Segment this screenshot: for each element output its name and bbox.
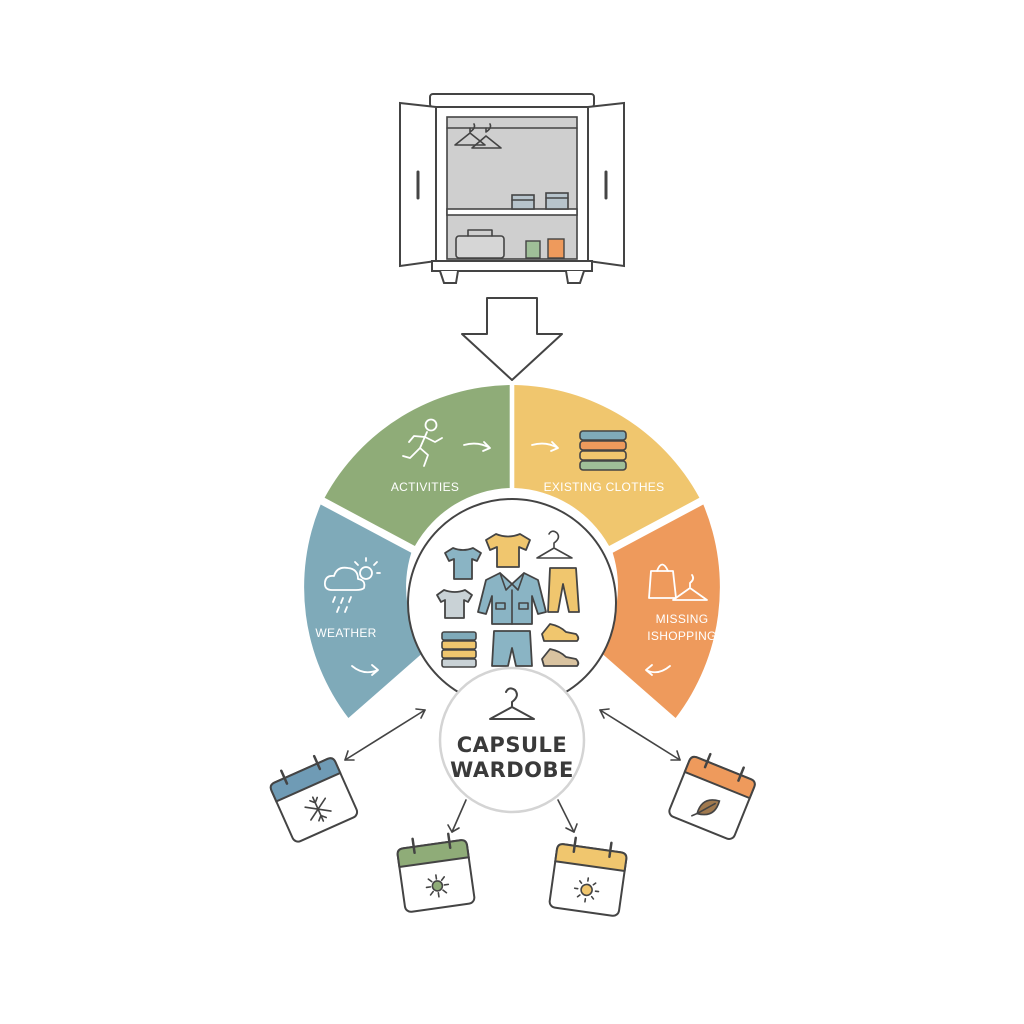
activities-segment bbox=[324, 385, 510, 546]
shopping-bag-hanger-icon bbox=[648, 563, 708, 601]
sun-icon bbox=[573, 877, 600, 903]
yellow-tshirt-icon bbox=[485, 533, 531, 568]
folded-stack-icon bbox=[441, 631, 477, 668]
autumn-calendar-icon bbox=[668, 752, 756, 840]
missing-shopping-segment bbox=[598, 504, 720, 718]
shopping-label: ISHOPPING bbox=[647, 629, 716, 643]
down-arrow-icon bbox=[461, 297, 563, 381]
summer-calendar-icon bbox=[548, 836, 628, 917]
weather-segment bbox=[304, 504, 426, 718]
capsule-title-line1: CAPSULE bbox=[457, 733, 567, 757]
connector-arrows bbox=[344, 708, 681, 833]
winter-calendar-icon bbox=[269, 754, 359, 843]
blue-tshirt-icon bbox=[444, 547, 482, 580]
running-person-icon bbox=[402, 418, 443, 467]
activities-label: ACTIVITIES bbox=[391, 480, 459, 494]
missing-label: MISSING bbox=[656, 612, 709, 626]
blue-jacket-icon bbox=[477, 572, 547, 625]
leaf-icon bbox=[691, 799, 721, 817]
existing-flow-arrow-icon bbox=[531, 441, 559, 452]
blue-shorts-icon bbox=[491, 630, 533, 667]
snowflake-icon bbox=[304, 796, 332, 822]
existing-clothes-label: EXISTING CLOTHES bbox=[544, 480, 665, 494]
capsule-hanger-icon bbox=[489, 687, 535, 720]
weather-label: WEATHER bbox=[315, 626, 376, 640]
hanger-icon bbox=[536, 530, 573, 559]
shoe-icon bbox=[541, 648, 580, 667]
weather-flow-arrow-icon bbox=[351, 664, 379, 676]
yellow-trousers-icon bbox=[547, 567, 580, 613]
missing-flow-arrow-icon bbox=[645, 664, 671, 676]
gray-tshirt-icon bbox=[436, 589, 473, 619]
open-wardrobe-icon bbox=[399, 93, 625, 284]
folded-clothes-stack-icon bbox=[579, 430, 627, 471]
capsule-title-line2: WARDOBE bbox=[450, 758, 574, 782]
flower-icon bbox=[425, 874, 450, 898]
rain-cloud-sun-icon bbox=[323, 557, 381, 613]
sneaker-icon bbox=[541, 623, 580, 642]
activities-flow-arrow-icon bbox=[463, 441, 491, 452]
capsule-wardrobe-circle bbox=[438, 666, 586, 814]
spring-calendar-icon bbox=[396, 832, 476, 913]
clothing-items-grid bbox=[436, 530, 580, 668]
